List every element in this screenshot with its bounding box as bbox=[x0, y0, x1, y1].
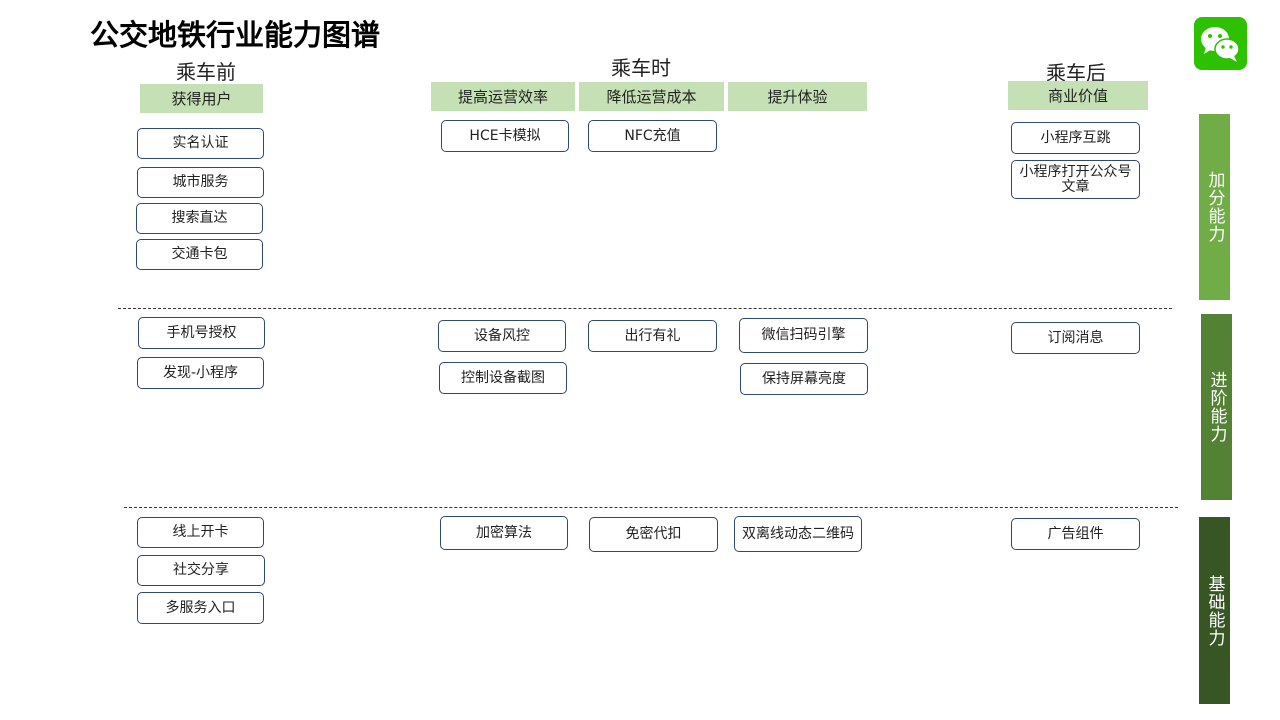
phase-during: 乘车时 bbox=[611, 56, 671, 80]
row-divider bbox=[124, 507, 1178, 508]
capability-box[interactable]: 设备风控 bbox=[438, 320, 566, 352]
category-efficiency: 提高运营效率 bbox=[431, 82, 575, 111]
capability-box[interactable]: 城市服务 bbox=[137, 167, 264, 198]
category-cost: 降低运营成本 bbox=[579, 82, 724, 111]
capability-box[interactable]: 手机号授权 bbox=[138, 317, 265, 349]
phase-before: 乘车前 bbox=[176, 60, 236, 84]
level-basic: 基础能力 bbox=[1199, 517, 1230, 704]
capability-box[interactable]: 多服务入口 bbox=[137, 592, 264, 624]
capability-box[interactable]: 线上开卡 bbox=[137, 517, 264, 548]
row-divider bbox=[118, 308, 1172, 309]
capability-box[interactable]: 订阅消息 bbox=[1011, 322, 1140, 354]
capability-box[interactable]: 交通卡包 bbox=[136, 239, 263, 270]
capability-box[interactable]: 发现-小程序 bbox=[137, 357, 264, 389]
capability-box[interactable]: 小程序互跳 bbox=[1011, 122, 1140, 154]
wechat-logo-icon bbox=[1194, 17, 1247, 70]
level-advanced: 进阶能力 bbox=[1201, 314, 1232, 500]
capability-box[interactable]: 实名认证 bbox=[137, 128, 264, 159]
level-bonus: 加分能力 bbox=[1199, 114, 1230, 300]
capability-box[interactable]: 双离线动态二维码 bbox=[734, 516, 862, 552]
capability-box[interactable]: 免密代扣 bbox=[589, 517, 718, 552]
page-title: 公交地铁行业能力图谱 bbox=[90, 18, 381, 52]
capability-box[interactable]: 出行有礼 bbox=[588, 320, 717, 352]
category-business-value: 商业价值 bbox=[1008, 81, 1148, 110]
capability-box[interactable]: 加密算法 bbox=[440, 516, 568, 550]
capability-box[interactable]: 广告组件 bbox=[1011, 518, 1140, 550]
capability-box[interactable]: 社交分享 bbox=[137, 555, 265, 586]
capability-box[interactable]: 微信扫码引擎 bbox=[739, 318, 868, 353]
capability-box[interactable]: 控制设备截图 bbox=[439, 362, 567, 394]
capability-box[interactable]: HCE卡模拟 bbox=[441, 120, 569, 152]
category-experience: 提升体验 bbox=[728, 82, 867, 111]
category-acquire-users: 获得用户 bbox=[140, 84, 263, 113]
capability-box[interactable]: 保持屏幕亮度 bbox=[740, 363, 868, 395]
capability-box[interactable]: 小程序打开公众号文章 bbox=[1011, 160, 1140, 199]
capability-box[interactable]: NFC充值 bbox=[588, 120, 717, 152]
capability-box[interactable]: 搜索直达 bbox=[136, 203, 263, 234]
